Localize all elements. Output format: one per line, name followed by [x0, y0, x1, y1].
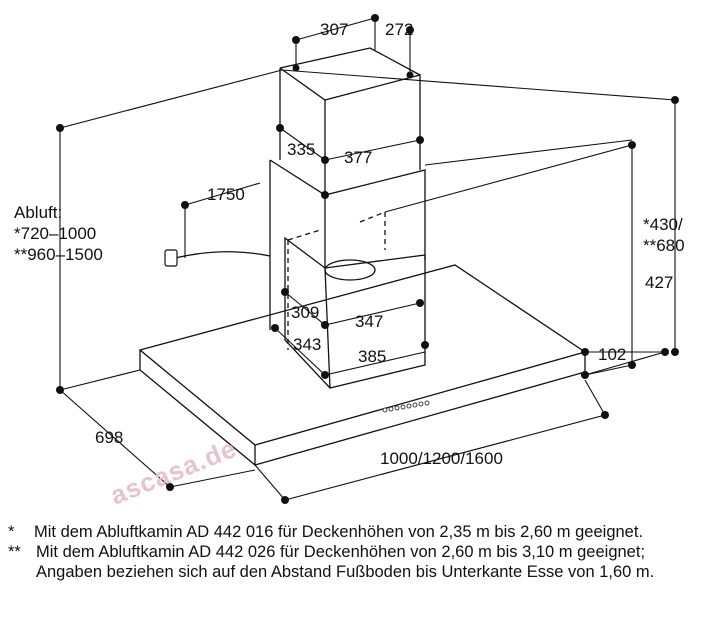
hood-dimension-drawing: 307 272 335 377 1750 309 347 343 385 698… — [14, 14, 687, 511]
top-duct — [279, 47, 421, 195]
dim-chimney-upper-front: 377 — [344, 148, 372, 167]
footnote-2-text: Mit dem Abluftkamin AD 442 026 für Decke… — [36, 543, 655, 581]
dimension-dots — [56, 14, 679, 504]
dim-height-680: **680 — [643, 236, 685, 255]
dim-height-430: *430/ — [643, 215, 683, 234]
footnote-2: ** Mit dem Abluftkamin AD 442 026 für De… — [8, 542, 708, 582]
exhaust-title: Abluft: — [14, 203, 62, 222]
dim-hood-width: 1000/1200/1600 — [380, 449, 503, 468]
upper-chimney — [269, 159, 426, 330]
fan-outlet — [324, 259, 376, 281]
dim-lower-front: 385 — [358, 347, 386, 366]
footnotes: * Mit dem Abluftkamin AD 442 016 für Dec… — [8, 522, 708, 582]
watermark: ascasa.de — [106, 433, 241, 511]
dim-chimney-top-depth: 272 — [385, 20, 413, 39]
exhaust-option-1: *720–1000 — [14, 224, 96, 243]
dim-overall-height: 1750 — [207, 185, 245, 204]
footnote-1-mark: * — [8, 523, 15, 541]
dim-height-430-680: *430/ **680 — [643, 215, 687, 255]
dim-hood-depth: 698 — [95, 428, 123, 447]
dim-inner-side: 309 — [291, 303, 319, 322]
footnote-2-mark: ** — [8, 543, 21, 561]
dim-lower-side: 343 — [293, 335, 321, 354]
dim-chimney-top-width: 307 — [320, 20, 348, 39]
dim-chimney-upper-side: 335 — [287, 140, 315, 159]
plug-icon — [164, 249, 178, 267]
exhaust-option-2: **960–1500 — [14, 245, 103, 264]
footnote-1-text: Mit dem Abluftkamin AD 442 016 für Decke… — [34, 523, 644, 541]
footnote-1: * Mit dem Abluftkamin AD 442 016 für Dec… — [8, 522, 708, 542]
hood-front-face — [139, 350, 256, 467]
dim-inner-front: 347 — [355, 312, 383, 331]
dim-hood-thickness: 102 — [598, 345, 626, 364]
power-cable — [174, 251, 271, 259]
control-buttons — [382, 400, 430, 413]
dim-height-427: 427 — [645, 273, 673, 292]
